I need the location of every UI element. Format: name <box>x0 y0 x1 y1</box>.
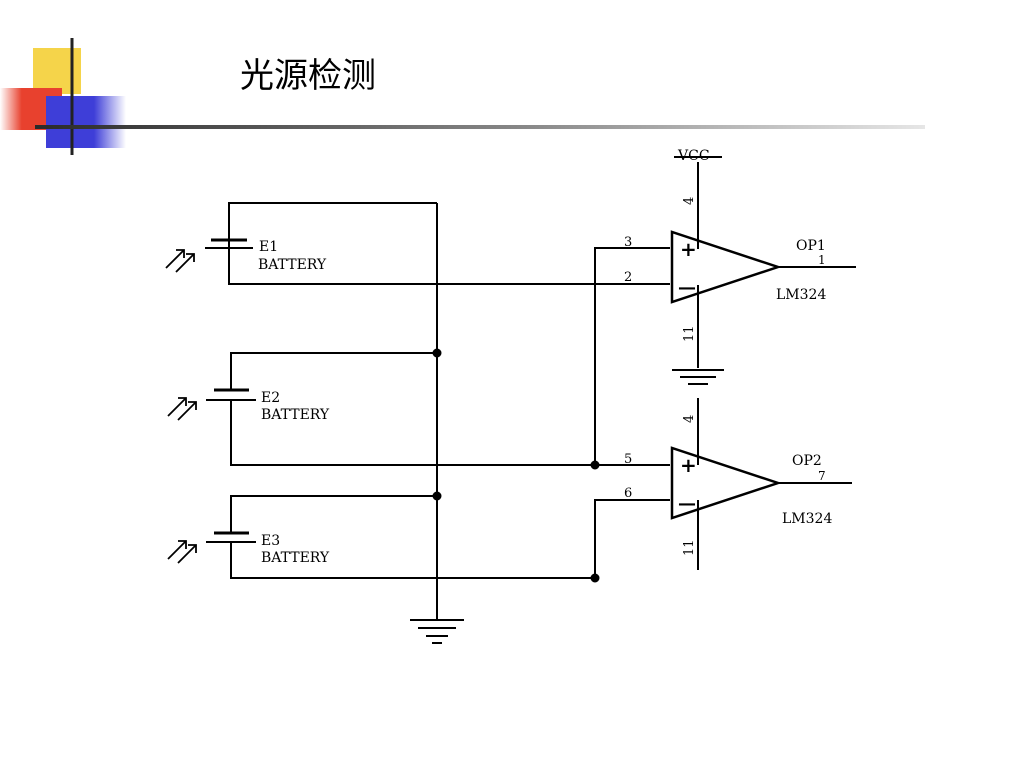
logo-blue-square <box>46 96 126 148</box>
battery-ref-label: E2 <box>261 390 280 406</box>
opamp-op1 <box>670 156 856 385</box>
battery-type-label: BATTERY <box>261 407 330 423</box>
output-pin-label: 1 <box>818 253 826 267</box>
part-number-label: LM324 <box>776 287 826 303</box>
battery-e3 <box>206 495 595 579</box>
ground-icon <box>410 619 464 644</box>
page-title: 光源检测 <box>240 56 376 96</box>
battery-ref-label: E1 <box>259 239 278 255</box>
minus-sign: — <box>678 493 696 514</box>
output-pin-label: 7 <box>818 469 826 483</box>
battery-e2 <box>206 352 670 466</box>
plus-sign: + <box>680 453 697 477</box>
opamp-name-label: OP2 <box>792 453 822 469</box>
opamp-name-label: OP1 <box>796 238 826 254</box>
light-arrows-icon <box>167 540 197 564</box>
opamp-op2 <box>670 398 852 570</box>
title-rule <box>35 125 925 129</box>
battery-e1 <box>205 202 670 285</box>
light-arrows-icon <box>165 249 195 273</box>
junction-dot <box>590 573 600 583</box>
pin-label: 3 <box>624 235 632 250</box>
wire-op1-pin3 <box>594 247 670 465</box>
junction-dot <box>432 491 442 501</box>
vcc-label: VCC <box>677 148 710 164</box>
light-arrows-icon <box>167 397 197 421</box>
pin-label: 6 <box>624 486 632 501</box>
pin-label: 11 <box>682 325 697 342</box>
pin-label: 11 <box>682 539 697 556</box>
pin-label: 2 <box>624 270 632 285</box>
plus-sign: + <box>680 237 697 261</box>
junction-dot <box>590 460 600 470</box>
pin-label: 5 <box>624 452 632 467</box>
pin-label: 4 <box>682 197 697 205</box>
wire-op2-pin6 <box>594 499 670 578</box>
minus-sign: — <box>678 277 696 298</box>
pin-label: 4 <box>682 415 697 423</box>
battery-type-label: BATTERY <box>261 550 330 566</box>
junction-dot <box>432 348 442 358</box>
battery-type-label: BATTERY <box>258 257 327 273</box>
corner-logo <box>0 38 126 155</box>
battery-ref-label: E3 <box>261 533 280 549</box>
part-number-label: LM324 <box>782 511 832 527</box>
